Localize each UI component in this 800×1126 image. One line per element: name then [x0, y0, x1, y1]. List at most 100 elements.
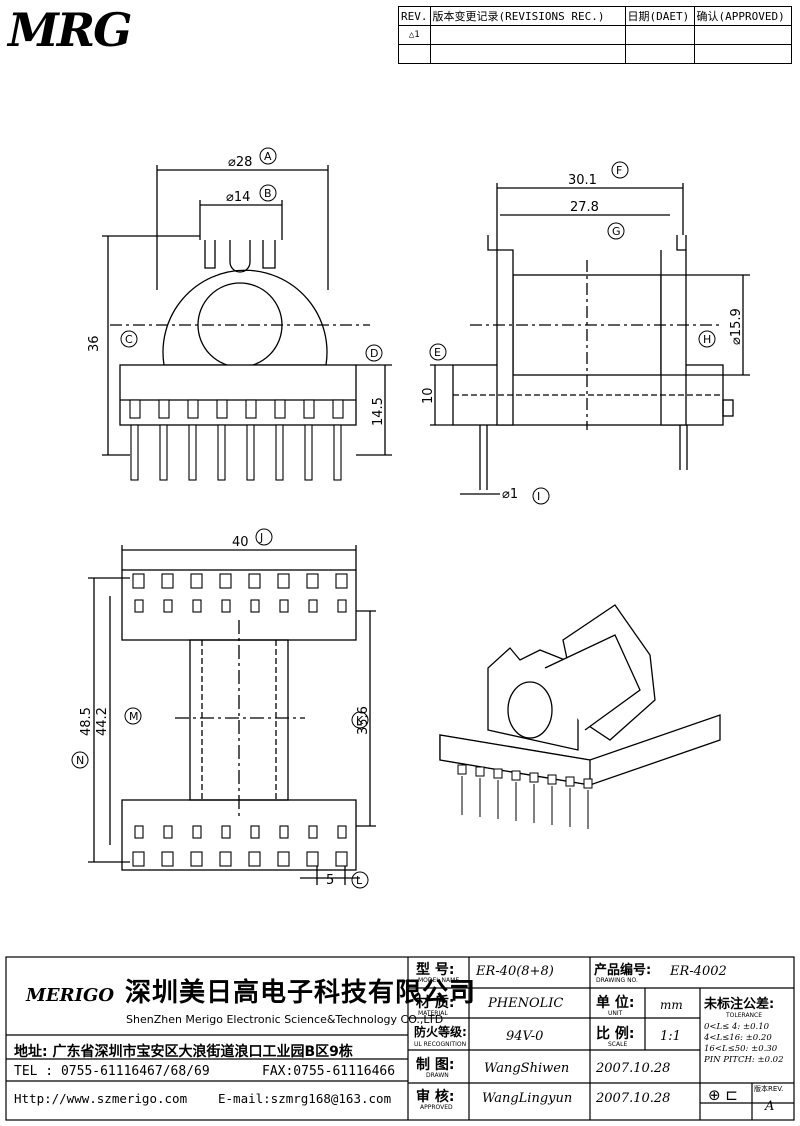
merigo-logo: MERIGO [26, 985, 115, 1006]
material-value: PHENOLIC [488, 996, 564, 1011]
dim-circle [255, 528, 273, 546]
approved-label: 确认(APPROVED) [693, 6, 792, 26]
dim-letter-h: H [703, 333, 711, 346]
tolerance-row: 16<L≤50: ±0.30 [704, 1044, 778, 1054]
model-label: 型 号: [416, 962, 455, 978]
website: Http://www.szmerigo.com [14, 1091, 188, 1106]
dim-letter-n: N [76, 754, 84, 767]
front-pin [333, 424, 342, 481]
front-pin-group [129, 399, 344, 481]
bottom-pin-slot [337, 599, 347, 613]
dim-circle [698, 330, 716, 348]
dim-letter-e: E [434, 346, 441, 359]
tel: TEL : 0755-61116467/68/69 [14, 1064, 210, 1079]
bottom-pin-bottom [219, 851, 232, 867]
drawn-label-en: DRAWN [426, 1072, 449, 1079]
tolerance-title: 未标注公差: [704, 997, 775, 1012]
scale-label: 比 例: [596, 1026, 635, 1042]
bottom-pin-slot [134, 825, 144, 839]
scale-value: 1:1 [660, 1029, 681, 1044]
dim-circle [259, 184, 277, 202]
drawn-label: 制 图: [416, 1057, 455, 1073]
model-label-en: MODEL NAME [418, 977, 460, 984]
dim-letter-k: K [356, 714, 364, 727]
bottom-pin-slot [192, 825, 202, 839]
front-pin [217, 424, 226, 481]
bottom-pin-bottom [277, 851, 290, 867]
bottom-pin-top [277, 573, 290, 589]
front-pin [246, 424, 255, 481]
dim-10: 10 [421, 387, 436, 404]
approved-date: 2007.10.28 [596, 1091, 671, 1106]
bottom-pin-slot [279, 825, 289, 839]
dim-circle [429, 343, 447, 361]
dim-circle [120, 330, 138, 348]
iso-pin-tab [511, 770, 521, 781]
bottom-pin-bottom [190, 851, 203, 867]
company-name-en: ShenZhen Merigo Electronic Science&Techn… [126, 1013, 444, 1026]
front-pin-tab [158, 399, 170, 419]
dim-d28: ⌀28 [228, 155, 252, 170]
dim-circle [351, 711, 369, 729]
dim-27-8: 27.8 [570, 200, 599, 215]
bottom-pin-slot [192, 599, 202, 613]
tolerance-row: 4<L≤16: ±0.20 [704, 1033, 772, 1043]
front-pin-tab [274, 399, 286, 419]
tolerance-row: 0<L≤ 4: ±0.10 [704, 1022, 770, 1032]
bottom-pin-slot [221, 599, 231, 613]
bottom-pin-slot [134, 599, 144, 613]
dim-14-5: 14.5 [371, 397, 386, 426]
drawing-label: 产品编号: [594, 963, 652, 978]
bottom-pin-top [219, 573, 232, 589]
rev-cell-empty [693, 44, 792, 64]
model-value: ER-40(8+8) [476, 964, 554, 979]
bottom-pin-slot [163, 599, 173, 613]
dim-letter-c: C [125, 333, 133, 346]
front-pin [130, 424, 139, 481]
bottom-pin-bottom [335, 851, 348, 867]
iso-pin-tab [475, 766, 485, 777]
fax: FAX:0755-61116466 [262, 1064, 396, 1079]
fire-label: 防火等级: [414, 1025, 467, 1039]
title-block-frame [5, 956, 795, 1121]
drawn-date: 2007.10.28 [596, 1061, 671, 1076]
bottom-pin-group [132, 573, 348, 867]
dim-letter-i: I [537, 490, 540, 503]
bottom-pin-slot [250, 599, 260, 613]
dim-circle [71, 751, 89, 769]
iso-pin-tab [493, 768, 503, 779]
bottom-pin-top [161, 573, 174, 589]
approved-label: 审 核: [416, 1089, 455, 1105]
projection-symbol-icon: ⊕ ⊏ [708, 1086, 738, 1104]
bottom-pin-top [306, 573, 319, 589]
dim-30-1: 30.1 [568, 173, 597, 188]
iso-pin-tab [565, 776, 575, 787]
bottom-pin-top [132, 573, 145, 589]
dim-44-2: 44.2 [95, 707, 110, 736]
dim-letter-a: A [264, 150, 272, 163]
front-pin-tab [303, 399, 315, 419]
isometric-view [439, 604, 721, 786]
bottom-pin-top [190, 573, 203, 589]
front-pin [304, 424, 313, 481]
rev-mark: 1 [414, 30, 420, 40]
unit-label-en: UNIT [608, 1010, 623, 1017]
unit-label: 单 位: [596, 995, 635, 1011]
dim-d1: ⌀1 [502, 487, 518, 502]
technical-drawing: ⌀28 ⌀14 36 14.5 30.1 27.8 ⌀15.9 10 ⌀1 40… [71, 147, 750, 889]
dim-d14: ⌀14 [226, 190, 250, 205]
dim-36: 36 [87, 335, 102, 352]
iso-pin-tab [457, 764, 467, 775]
fire-label-en: UL RECOGNITION [414, 1041, 467, 1048]
bottom-pin-bottom [161, 851, 174, 867]
front-pin [159, 424, 168, 481]
mrg-logo: MRG [8, 3, 132, 57]
email: E-mail:szmrg168@163.com [218, 1091, 392, 1106]
front-pin [188, 424, 197, 481]
iso-pin-tab [583, 778, 593, 789]
tolerance-list: 0<L≤ 4: ±0.10 4<L≤16: ±0.20 16<L≤50: ±0.… [704, 1022, 784, 1066]
rev-value: A [765, 1099, 775, 1114]
unit-value: mm [660, 998, 683, 1012]
front-pin [275, 424, 284, 481]
dim-letter-j: J [259, 531, 263, 544]
